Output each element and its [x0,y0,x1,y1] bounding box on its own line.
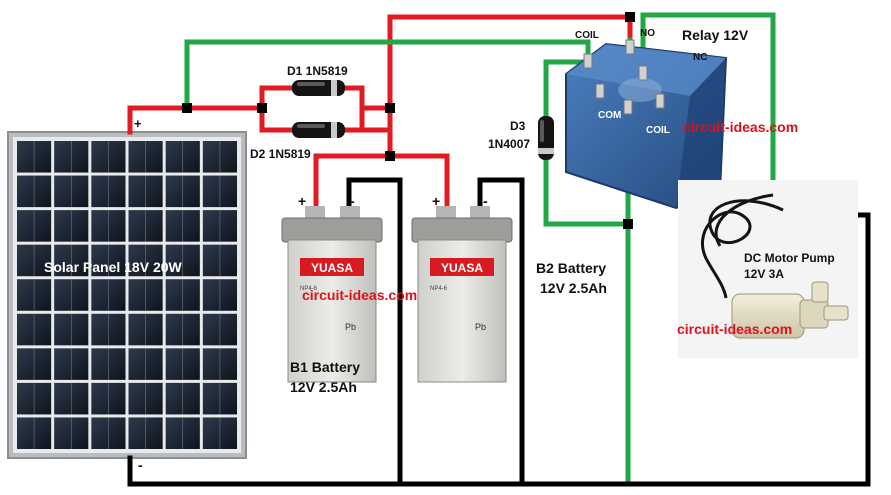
panel-minus-label: - [138,457,143,473]
b1-model: NP4-6 [300,286,318,292]
diode-d1 [292,80,345,96]
b1-spec-label: 12V 2.5Ah [290,379,357,395]
watermark-relay: circuit-ideas.com [683,119,798,135]
b1-pb-mark: Pb [345,322,356,332]
diode-d3 [538,116,554,160]
b2-spec-label: 12V 2.5Ah [540,280,607,296]
pump-spec-label: 12V 3A [744,267,784,281]
dc-motor-pump [678,180,858,358]
b2-brand: YUASA [441,261,483,275]
b2-plus-label: + [432,193,440,209]
no-label: NO [640,28,655,39]
b2-name-label: B2 Battery [536,260,606,276]
coil-top-label: COIL [575,30,599,41]
pump-name-label: DC Motor Pump [744,251,835,265]
com-label: COM [598,110,621,121]
d1-label: D1 1N5819 [287,64,348,78]
relay-title: Relay 12V [682,27,749,43]
d2-label: D2 1N5819 [250,147,311,161]
b1-name-label: B1 Battery [290,359,360,375]
b2-model: NP4-6 [430,286,448,292]
watermark-pump: circuit-ideas.com [677,321,792,337]
b1-plus-label: + [298,193,306,209]
b2-minus-label: - [483,193,488,209]
d3-name-label: D3 [510,119,526,133]
coil-bottom-label: COIL [646,125,670,136]
b1-minus-label: - [350,193,355,209]
b2-pb-mark: Pb [475,322,486,332]
relay [565,39,728,210]
diode-d2 [292,122,345,138]
battery-b2: YUASA NP4-6 Pb [411,206,513,383]
b1-brand: YUASA [311,261,353,275]
watermark-battery: circuit-ideas.com [302,287,417,303]
d3-part-label: 1N4007 [488,137,530,151]
battery-b1: YUASA NP4-6 Pb [281,206,383,383]
panel-plus-label: + [134,116,142,131]
solar-panel-label: Solar Panel 18V 20W [44,259,183,275]
solar-panel [7,131,247,459]
labels: + - Solar Panel 18V 20W D1 1N5819 D2 1N5… [44,27,835,473]
solar-cells [17,141,237,449]
nc-label: NC [693,52,707,63]
